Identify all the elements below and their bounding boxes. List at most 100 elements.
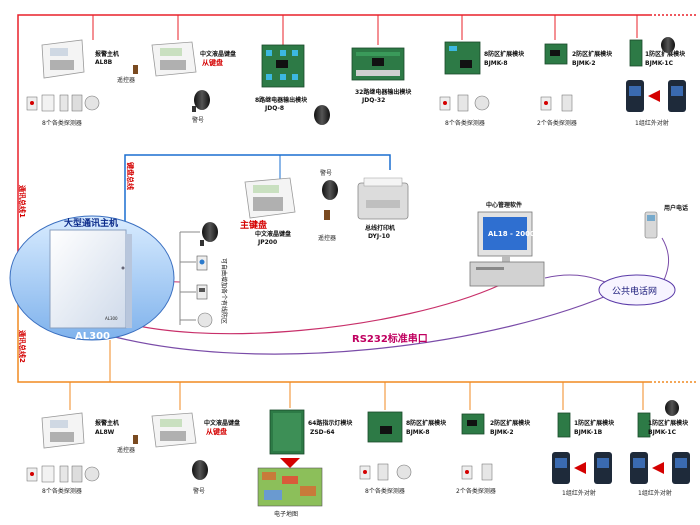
rs232-label: RS232标准串口 [352,332,428,345]
rs232-line [107,284,501,335]
host-side-label-text: 可自由增加各个有线防区 [220,258,228,324]
host-box [49,229,132,329]
main-keyboard-role: 主键盘 [240,219,267,231]
top-relay32-name: 32路继电器输出模块 [355,88,412,96]
host-detector-icon-2 [196,284,208,300]
bottom-zone1c-board [637,412,651,438]
bottom-alarm-host-icon [41,412,85,449]
bottom-zone1b-model: BJMK-1B [574,429,603,436]
top-sub-keyboard-role: 从键盘 [202,58,223,67]
top-zone2-detectors-label: 2个各类探测器 [537,119,577,127]
map-arrow-icon [280,458,300,468]
top-relay8-board [261,44,305,88]
host-detector-icon-3 [197,312,213,328]
center-computer-icon [469,211,545,287]
top-zone8-name: 8防区扩展模块 [484,50,525,58]
bottom-zone1b-detectors-label: 1组红外对射 [562,489,596,497]
bottom-zone1c-name: 1防区扩展模块 [648,419,689,427]
top-zone8-board [444,41,481,75]
bottom-sub-keyboard-icon [151,412,197,448]
bottom-zone1c-siren-icon [665,400,679,416]
bottom-alarm-host-name: 报警主机 [95,419,119,427]
main-remote-icon [324,210,330,220]
bottom-bus [17,290,697,410]
top-alarm-host-name: 报警主机 [95,50,119,58]
bottom-sub-keyboard-name: 中文液晶键盘 [204,419,240,427]
bottom-zone1c-beams [630,452,690,484]
host-title: 大型通讯主机 [64,217,118,229]
top-detectors-group [26,94,100,112]
top-detectors-label: 8个各类探测器 [42,119,82,127]
bus-printer-model: DYJ-10 [368,233,390,240]
main-remote-label: 遥控器 [318,234,336,242]
bottom-zone1b-beams [552,452,612,484]
main-keyboard-name: 中文液晶键盘 [255,230,291,238]
top-zone2-name: 2防区扩展模块 [572,50,613,58]
bottom-zone2-board [461,413,485,435]
user-phone-label: 用户电话 [663,204,688,212]
host-model: AL300 [75,331,110,342]
bottom-remote-icon [133,435,138,444]
electronic-map-image [257,467,323,507]
bottom-zone8-name: 8防区扩展模块 [406,419,447,427]
bottom-zone8-model: BJMK-8 [406,429,430,436]
main-keyboard-icon [244,177,296,219]
top-zone8-detectors-label: 8个各类探测器 [445,119,485,127]
top-zone2-board [544,43,568,65]
center-screen-text: AL18 - 2000 [488,230,535,238]
main-keyboard-model: JP200 [257,239,277,246]
top-bus-label: 通讯总线1 [18,185,27,218]
bottom-sub-keyboard-role: 从键盘 [206,427,227,436]
top-sub-keyboard-name: 中文液晶键盘 [200,50,236,58]
keyboard-bus [124,154,391,240]
indicator-board [269,409,305,455]
top-relay8-name: 8路继电器输出模块 [255,96,308,104]
bottom-siren-label: 警号 [193,487,205,495]
indicator-model: ZSD-64 [310,429,335,436]
top-relay8-siren-icon [314,105,330,125]
user-phone-icon [644,211,658,239]
bottom-zone2-detectors [461,463,493,481]
top-zone8-detectors [439,94,490,112]
top-zone1c-beams [626,80,686,112]
bottom-zone1c-detectors-label: 1组红外对射 [638,489,672,497]
electronic-map-label: 电子地图 [274,510,298,518]
bottom-bus-label: 通讯总线2 [18,330,27,363]
top-zone1c-detectors-label: 1组红外对射 [635,119,669,127]
bottom-zone2-model: BJMK-2 [490,429,514,436]
main-siren-icon [322,180,338,200]
top-relay8-model: JDQ-8 [264,105,284,112]
bottom-detectors-group [26,465,100,483]
top-zone2-model: BJMK-2 [572,60,596,67]
top-zone8-model: BJMK-8 [484,60,508,67]
top-siren-label: 警号 [192,116,204,124]
bus-printer-name: 总线打印机 [365,224,395,232]
top-zone1c-model: BJMK-1C [645,60,674,67]
host-box-text: AL300 [105,316,118,321]
center-software-label: 中心管理软件 [486,201,522,209]
bottom-zone2-name: 2防区扩展模块 [490,419,531,427]
bottom-remote-label: 遥控器 [117,446,135,454]
bottom-siren-icon [192,460,208,480]
bottom-zone1c-model: BJMK-1C [648,429,677,436]
top-zone1c-board [629,39,643,67]
keyboard-bus-label: 键盘总线 [126,161,135,190]
bottom-zone8-detectors-label: 8个各类探测器 [365,487,405,495]
top-relay32-board [351,47,405,81]
bottom-zone1b-board [557,412,571,438]
bottom-alarm-host-model: AL8W [95,429,115,436]
top-zone1c-name: 1防区扩展模块 [645,50,686,58]
top-bus [17,14,697,262]
bottom-zone2-detectors-label: 2个各类探测器 [456,487,496,495]
top-siren-icon [192,90,210,112]
top-alarm-host-icon [41,39,85,79]
bottom-detectors-label: 8个各类探测器 [42,487,82,495]
top-zone2-detectors [540,94,573,112]
host-siren-icon [200,222,218,246]
public-network-cloud [598,274,676,306]
main-siren-label: 警号 [320,169,332,177]
host-detector-icon-1 [196,255,208,271]
top-zone1c-siren-icon [661,37,675,53]
